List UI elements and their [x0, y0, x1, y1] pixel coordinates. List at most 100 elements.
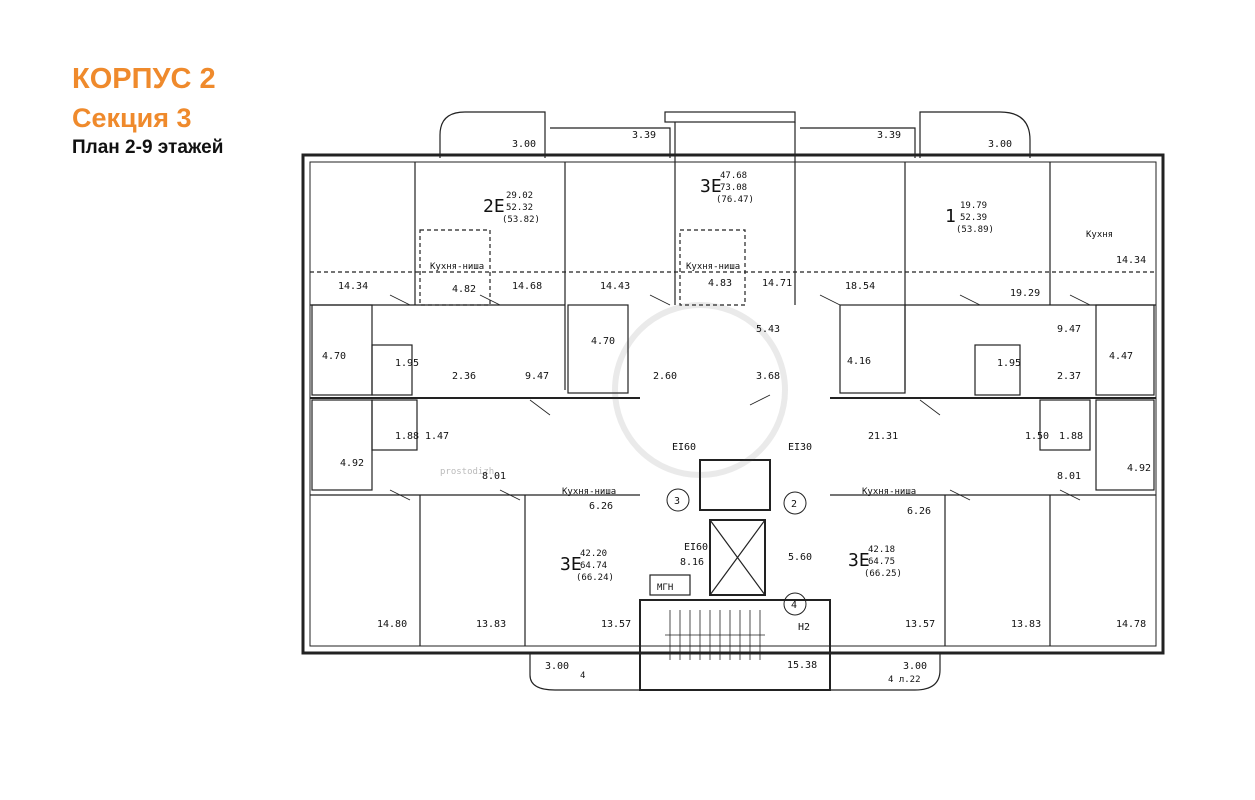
svg-text:64.74: 64.74 [580, 561, 607, 571]
kitchen-niche-label-1: Кухня-ниша [430, 262, 484, 272]
svg-text:3E: 3E [700, 176, 722, 197]
svg-text:3.00: 3.00 [545, 661, 569, 672]
svg-text:14.71: 14.71 [762, 278, 792, 289]
door-swings [389, 294, 1091, 501]
svg-text:14.68: 14.68 [512, 281, 542, 292]
svg-text:19.79: 19.79 [960, 201, 987, 211]
apartment-1: 1 19.79 52.39 (53.89) [945, 201, 994, 235]
mark-4-left: 4 [580, 671, 585, 681]
svg-text:6.26: 6.26 [589, 501, 613, 512]
kitchen-label: Кухня [1086, 230, 1113, 240]
svg-text:1.88: 1.88 [395, 431, 419, 442]
svg-text:13.57: 13.57 [905, 619, 935, 630]
svg-text:2.60: 2.60 [653, 371, 677, 382]
balcony-br [829, 653, 941, 691]
svg-text:13.57: 13.57 [601, 619, 631, 630]
stair-block [639, 599, 831, 691]
top-protrusion [664, 111, 796, 123]
svg-text:2.36: 2.36 [452, 371, 476, 382]
svg-text:4.70: 4.70 [322, 351, 346, 362]
svg-text:1.50: 1.50 [1025, 431, 1049, 442]
balcony-trc [800, 127, 916, 158]
floor-plan-title: План 2-9 этажей [72, 137, 224, 158]
kitchen-niche-label-2: Кухня-ниша [686, 262, 740, 272]
elevator-shaft [699, 459, 771, 511]
svg-text:1.95: 1.95 [997, 358, 1021, 369]
svg-text:(53.89): (53.89) [956, 225, 994, 235]
svg-text:4.92: 4.92 [1127, 463, 1151, 474]
fire-door-ei60: EI60 [672, 442, 696, 453]
apartment-3e-bl: 3E 42.20 64.74 (66.24) [560, 549, 614, 583]
svg-text:13.83: 13.83 [476, 619, 506, 630]
svg-text:(76.47): (76.47) [716, 195, 754, 205]
inner-wall [309, 161, 1157, 647]
balcony-bl [529, 653, 641, 691]
markers [666, 488, 807, 616]
svg-text:73.08: 73.08 [720, 183, 747, 193]
svg-text:8.16: 8.16 [680, 557, 704, 568]
svg-text:64.75: 64.75 [868, 557, 895, 567]
stair-treads [665, 610, 765, 660]
balcony-tr [919, 111, 1031, 158]
svg-text:5.43: 5.43 [756, 324, 780, 335]
section-title: Секция 3 [72, 103, 192, 133]
svg-text:3.00: 3.00 [903, 661, 927, 672]
svg-text:3.39: 3.39 [632, 130, 656, 141]
mgn-box [649, 574, 691, 596]
outer-wall [301, 153, 1165, 655]
marker-3: 3 [674, 496, 680, 507]
svg-text:14.34: 14.34 [338, 281, 368, 292]
plan-header: КОРПУС 2 Секция 3 План 2-9 этажей [72, 62, 223, 160]
svg-text:8.01: 8.01 [482, 471, 506, 482]
svg-text:3.00: 3.00 [988, 139, 1012, 150]
svg-text:9.47: 9.47 [1057, 324, 1081, 335]
svg-text:19.29: 19.29 [1010, 288, 1040, 299]
svg-text:1.88: 1.88 [1059, 431, 1083, 442]
elevator-shaft-2 [709, 519, 766, 596]
svg-text:13.83: 13.83 [1011, 619, 1041, 630]
balcony-tlc [550, 127, 671, 158]
apartment-2e: 2E 29.02 52.32 (53.82) [483, 191, 540, 225]
stair-door-ei60: EI60 [684, 542, 708, 553]
kitchen-niche-label-3: Кухня-ниша [562, 487, 616, 497]
svg-text:(66.25): (66.25) [864, 569, 902, 579]
svg-text:2E: 2E [483, 196, 505, 217]
svg-text:3.68: 3.68 [756, 371, 780, 382]
svg-text:18.54: 18.54 [845, 281, 875, 292]
svg-text:4.16: 4.16 [847, 356, 871, 367]
svg-text:3.39: 3.39 [877, 130, 901, 141]
apartment-3e-top: 3E 47.68 73.08 (76.47) [700, 171, 754, 205]
svg-text:14.43: 14.43 [600, 281, 630, 292]
svg-text:5.60: 5.60 [788, 552, 812, 563]
svg-text:9.47: 9.47 [525, 371, 549, 382]
svg-text:14.34: 14.34 [1116, 255, 1146, 266]
svg-text:3E: 3E [848, 550, 870, 571]
svg-text:4.47: 4.47 [1109, 351, 1133, 362]
svg-text:8.01: 8.01 [1057, 471, 1081, 482]
svg-text:3E: 3E [560, 554, 582, 575]
svg-text:3.00: 3.00 [512, 139, 536, 150]
svg-text:47.68: 47.68 [720, 171, 747, 181]
kitchen-niche-label-4: Кухня-ниша [862, 487, 916, 497]
svg-text:52.32: 52.32 [506, 203, 533, 213]
balcony-tl [439, 111, 546, 158]
svg-text:29.02: 29.02 [506, 191, 533, 201]
svg-text:6.26: 6.26 [907, 506, 931, 517]
svg-text:42.18: 42.18 [868, 545, 895, 555]
svg-text:1.95: 1.95 [395, 358, 419, 369]
svg-text:21.31: 21.31 [868, 431, 898, 442]
area-labels: 3.00 3.39 3.39 3.00 14.34 4.82 14.68 14.… [322, 130, 1151, 672]
h2-label: Н2 [798, 622, 810, 633]
marker-4: 4 [791, 600, 797, 611]
svg-text:4.83: 4.83 [708, 278, 732, 289]
svg-text:52.39: 52.39 [960, 213, 987, 223]
watermark-logo [612, 302, 788, 478]
svg-text:4.70: 4.70 [591, 336, 615, 347]
mark-4-right: 4 л.22 [888, 675, 921, 685]
svg-text:42.20: 42.20 [580, 549, 607, 559]
svg-text:1: 1 [945, 206, 956, 227]
building-title: КОРПУС 2 [72, 63, 216, 95]
svg-text:(53.82): (53.82) [502, 215, 540, 225]
marker-2: 2 [791, 499, 797, 510]
